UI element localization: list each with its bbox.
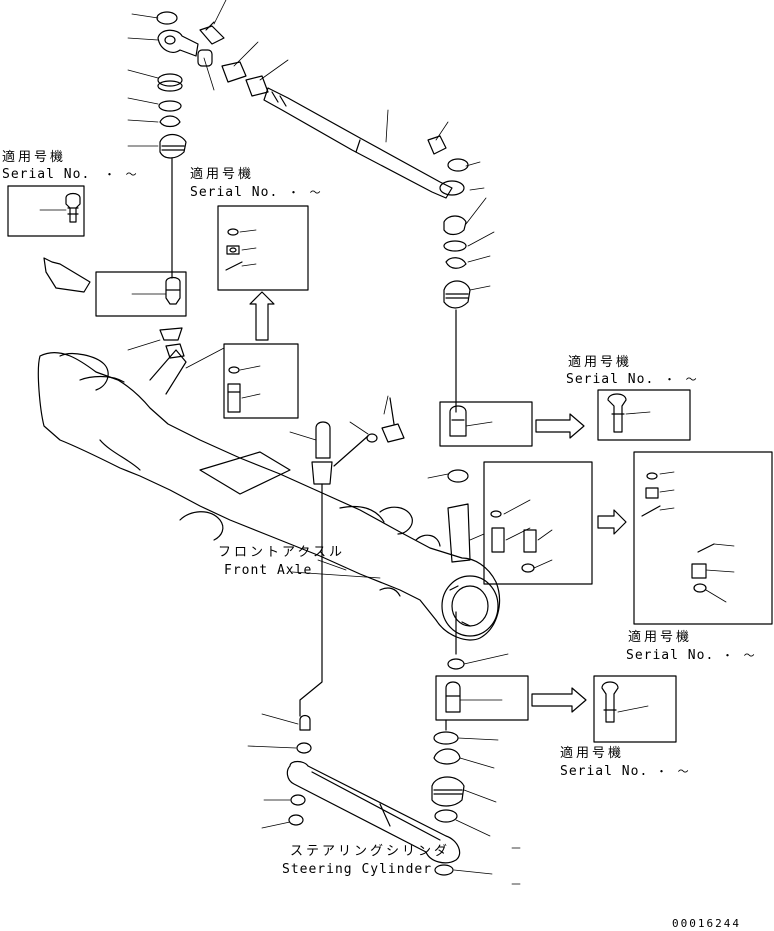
inset-box-top-left [7, 185, 85, 237]
front-axle-body [37, 327, 501, 641]
inset-box-bolt [223, 343, 299, 419]
serial-range-lower-right: ・ ～ [722, 649, 757, 662]
serial-label-center: Serial No. [190, 185, 279, 200]
pivot-pins [289, 395, 509, 717]
label-pointers [291, 559, 381, 579]
inset-box-left-pin [95, 271, 187, 317]
serial-label-lower: Serial No. [560, 764, 649, 779]
serial-range-top-left: ・ ～ [104, 168, 139, 181]
front-axle-label-jp: フロントアクスル [218, 545, 345, 560]
applicable-label-top-left: 適用号機 [2, 150, 67, 165]
steering-cylinder-label-en: Steering Cylinder [282, 862, 433, 877]
inset-box-serial-detail [217, 205, 309, 291]
serial-label-top-left: Serial No. [2, 167, 91, 182]
applicable-label-lower: 適用号機 [560, 746, 625, 761]
steering-cylinder-assembly [247, 713, 521, 885]
inset-box-serial-right [597, 389, 691, 441]
serial-range-right: ・ ～ [664, 373, 699, 386]
tie-rod-assembly [156, 11, 471, 413]
serial-label-right: Serial No. [566, 372, 655, 387]
inset-box-large-serial [633, 451, 773, 625]
front-axle-label-en: Front Axle [224, 563, 313, 578]
inset-box-knuckle-bolts [483, 461, 593, 585]
serial-label-lower-right: Serial No. [626, 648, 715, 663]
inset-box-right-pin [439, 401, 533, 447]
inset-box-serial-lower [593, 675, 677, 743]
direction-arrows [43, 257, 627, 713]
serial-range-lower: ・ ～ [656, 765, 691, 778]
steering-cylinder-label-jp: ステアリングシリンダ [290, 844, 451, 859]
leader-lines-top [127, 0, 495, 291]
applicable-label-right: 適用号機 [568, 355, 633, 370]
inset-box-lower-pin [435, 675, 529, 721]
applicable-label-center: 適用号機 [190, 167, 255, 182]
applicable-label-lower-right: 適用号機 [628, 630, 693, 645]
drawing-number: 00016244 [672, 917, 741, 930]
serial-range-center: ・ ～ [288, 186, 323, 199]
